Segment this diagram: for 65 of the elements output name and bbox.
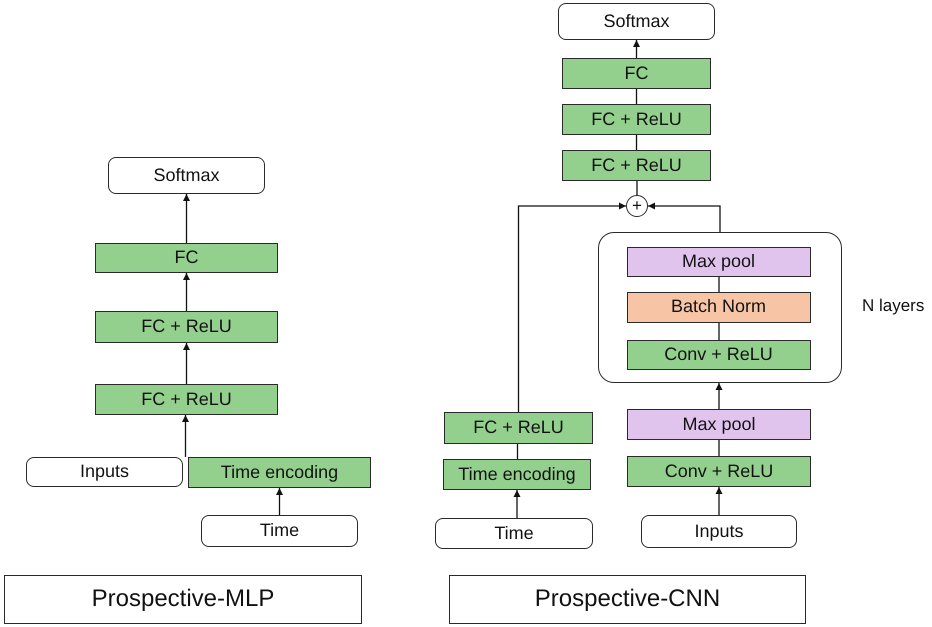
box-label: Softmax xyxy=(603,12,670,32)
connector-line xyxy=(718,440,720,456)
connector-line xyxy=(636,135,638,150)
box-label: Time encoding xyxy=(220,462,338,482)
caption-box xyxy=(449,575,806,624)
box-label: Conv + ReLU xyxy=(664,344,773,364)
group-container xyxy=(598,232,842,383)
terminal-box xyxy=(26,457,183,487)
arrow xyxy=(518,202,626,412)
box-label: Batch Norm xyxy=(670,297,766,317)
box-label: FC xyxy=(174,248,198,268)
layer-box xyxy=(626,292,810,322)
layer-box xyxy=(562,150,711,181)
box-label: Time xyxy=(260,521,300,541)
box-label: Softmax xyxy=(153,166,220,186)
arrow xyxy=(633,40,640,58)
arrow xyxy=(716,487,722,515)
layer-box xyxy=(95,311,278,343)
caption-box xyxy=(4,575,362,624)
connector-line xyxy=(516,444,518,459)
connector-line xyxy=(636,89,638,104)
terminal-box xyxy=(558,3,715,40)
layer-box xyxy=(95,384,278,415)
layer-box xyxy=(626,340,810,370)
box-label: FC xyxy=(624,64,648,84)
terminal-box xyxy=(435,518,593,549)
connector-line xyxy=(636,181,638,195)
arrow xyxy=(183,273,190,311)
arrow xyxy=(514,490,520,518)
side-label: N layers xyxy=(862,297,924,316)
layer-box xyxy=(627,409,811,440)
box-label: FC + ReLU xyxy=(141,317,232,337)
box-label: FC + ReLU xyxy=(591,110,682,130)
layer-box xyxy=(562,58,711,89)
box-label: Max pool xyxy=(682,252,756,272)
connector-line xyxy=(718,323,720,340)
arrow xyxy=(716,383,722,409)
layer-box xyxy=(95,243,278,273)
arrow xyxy=(183,194,190,243)
arrow xyxy=(183,343,190,384)
box-label: Inputs xyxy=(80,462,130,482)
box-label: Conv + ReLU xyxy=(664,462,774,482)
box-label: FC + ReLU xyxy=(473,418,564,438)
caption-label: Prospective-CNN xyxy=(534,586,720,613)
terminal-box xyxy=(201,515,358,547)
box-label: Time xyxy=(494,524,534,544)
layer-box xyxy=(627,456,811,487)
layer-box xyxy=(188,457,371,488)
layer-box xyxy=(562,104,711,135)
box-label: Max pool xyxy=(682,414,756,434)
box-label: FC + ReLU xyxy=(141,390,232,410)
layer-box xyxy=(443,459,591,490)
caption-label: Prospective-MLP xyxy=(92,586,274,613)
box-label: Time encoding xyxy=(458,464,576,484)
arrow xyxy=(276,488,283,515)
layer-box xyxy=(444,412,593,444)
box-label: Inputs xyxy=(694,522,744,542)
terminal-box xyxy=(641,515,797,548)
terminal-box xyxy=(108,157,265,194)
connector-line xyxy=(718,277,720,292)
sum-circle xyxy=(626,195,648,217)
plus-sign: + xyxy=(632,196,642,216)
layer-box xyxy=(626,246,810,276)
arrow xyxy=(648,202,721,232)
box-label: FC + ReLU xyxy=(591,156,682,176)
